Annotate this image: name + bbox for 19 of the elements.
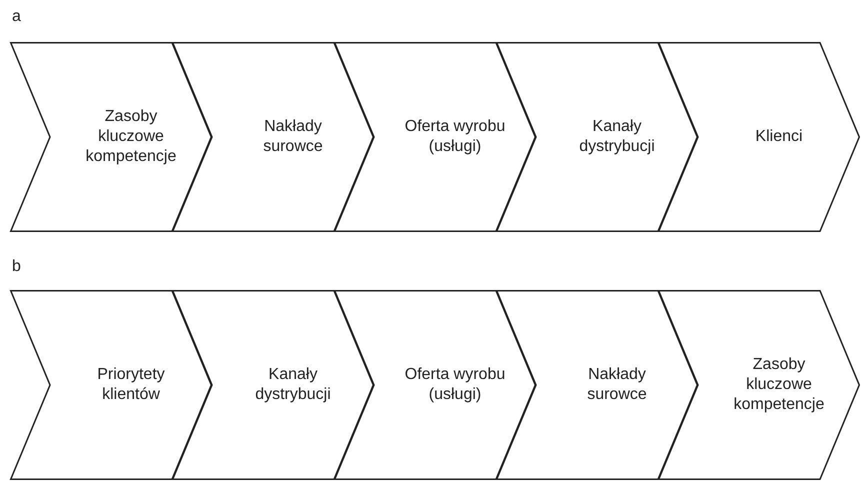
step-label: Kanały dystrybucji: [254, 365, 332, 405]
step-label: Klienci: [754, 127, 804, 147]
chevron-step: [658, 290, 860, 480]
step-label: Oferta wyrobu (usługi): [404, 365, 506, 405]
panel-letter: b: [12, 258, 21, 276]
chevron-step: [334, 42, 536, 232]
step-label: Zasoby kluczowe kompetencje: [84, 107, 178, 167]
panel-letter: a: [12, 8, 21, 26]
step-label: Kanały dystrybucji: [578, 117, 656, 157]
step-label: Priorytety klientów: [96, 365, 166, 405]
chevron-step: [172, 290, 374, 480]
step-label: Oferta wyrobu (usługi): [404, 117, 506, 157]
step-label: Zasoby kluczowe kompetencje: [732, 355, 826, 415]
chevron-step: [334, 290, 536, 480]
chevron-step: [10, 290, 212, 480]
chevron-step: [658, 42, 860, 232]
chevron-step: [10, 42, 212, 232]
step-label: Nakłady surowce: [586, 365, 648, 405]
step-label: Nakłady surowce: [262, 117, 324, 157]
